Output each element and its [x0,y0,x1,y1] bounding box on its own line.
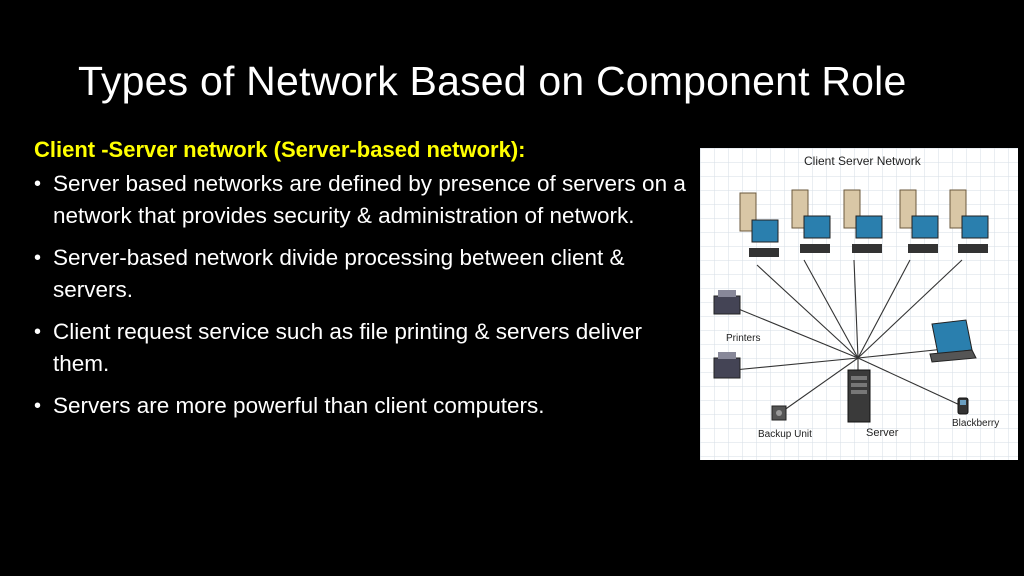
client-computer-icon [899,189,939,253]
bullet-text: Server based networks are defined by pre… [53,171,686,228]
bullet-list: • Server based networks are defined by pr… [34,168,694,422]
blackberry-icon [957,397,969,415]
server-label: Server [866,427,899,439]
bullet-item: • Server based networks are defined by pr… [34,168,694,232]
bullet-item: • Server-based network divide processing … [34,242,694,306]
bullet-icon: • [34,395,42,417]
laptop-icon [929,319,977,363]
slide-title: Types of Network Based on Component Role [78,58,907,104]
diagram-title: Client Server Network [804,154,922,168]
bullet-item: • Servers are more powerful than client c… [34,390,694,422]
server-icon [847,369,871,423]
client-computer-icon [843,189,883,253]
backup-unit-icon [771,405,787,421]
bullet-item: • Client request service such as file pri… [34,316,694,380]
bullet-icon: • [34,321,42,343]
slide-content: Client -Server network (Server-based net… [34,134,694,432]
client-computer-icon [739,192,779,257]
network-diagram-svg: Client Server Network [700,148,1018,460]
bullet-text: Client request service such as file prin… [53,319,642,376]
bullet-text: Servers are more powerful than client co… [53,393,545,418]
bullet-text: Server-based network divide processing b… [53,245,625,302]
printer-icon [713,352,741,379]
blackberry-label: Blackberry [952,418,999,429]
bullet-icon: • [34,173,42,195]
client-server-diagram: Client Server Network [700,148,1018,460]
bullet-icon: • [34,247,42,269]
client-computer-icon [949,189,989,253]
printer-icon [713,290,741,315]
printers-label: Printers [726,333,760,344]
section-subheading: Client -Server network (Server-based net… [34,137,526,162]
backup-unit-label: Backup Unit [758,429,812,440]
client-computer-icon [791,189,831,253]
